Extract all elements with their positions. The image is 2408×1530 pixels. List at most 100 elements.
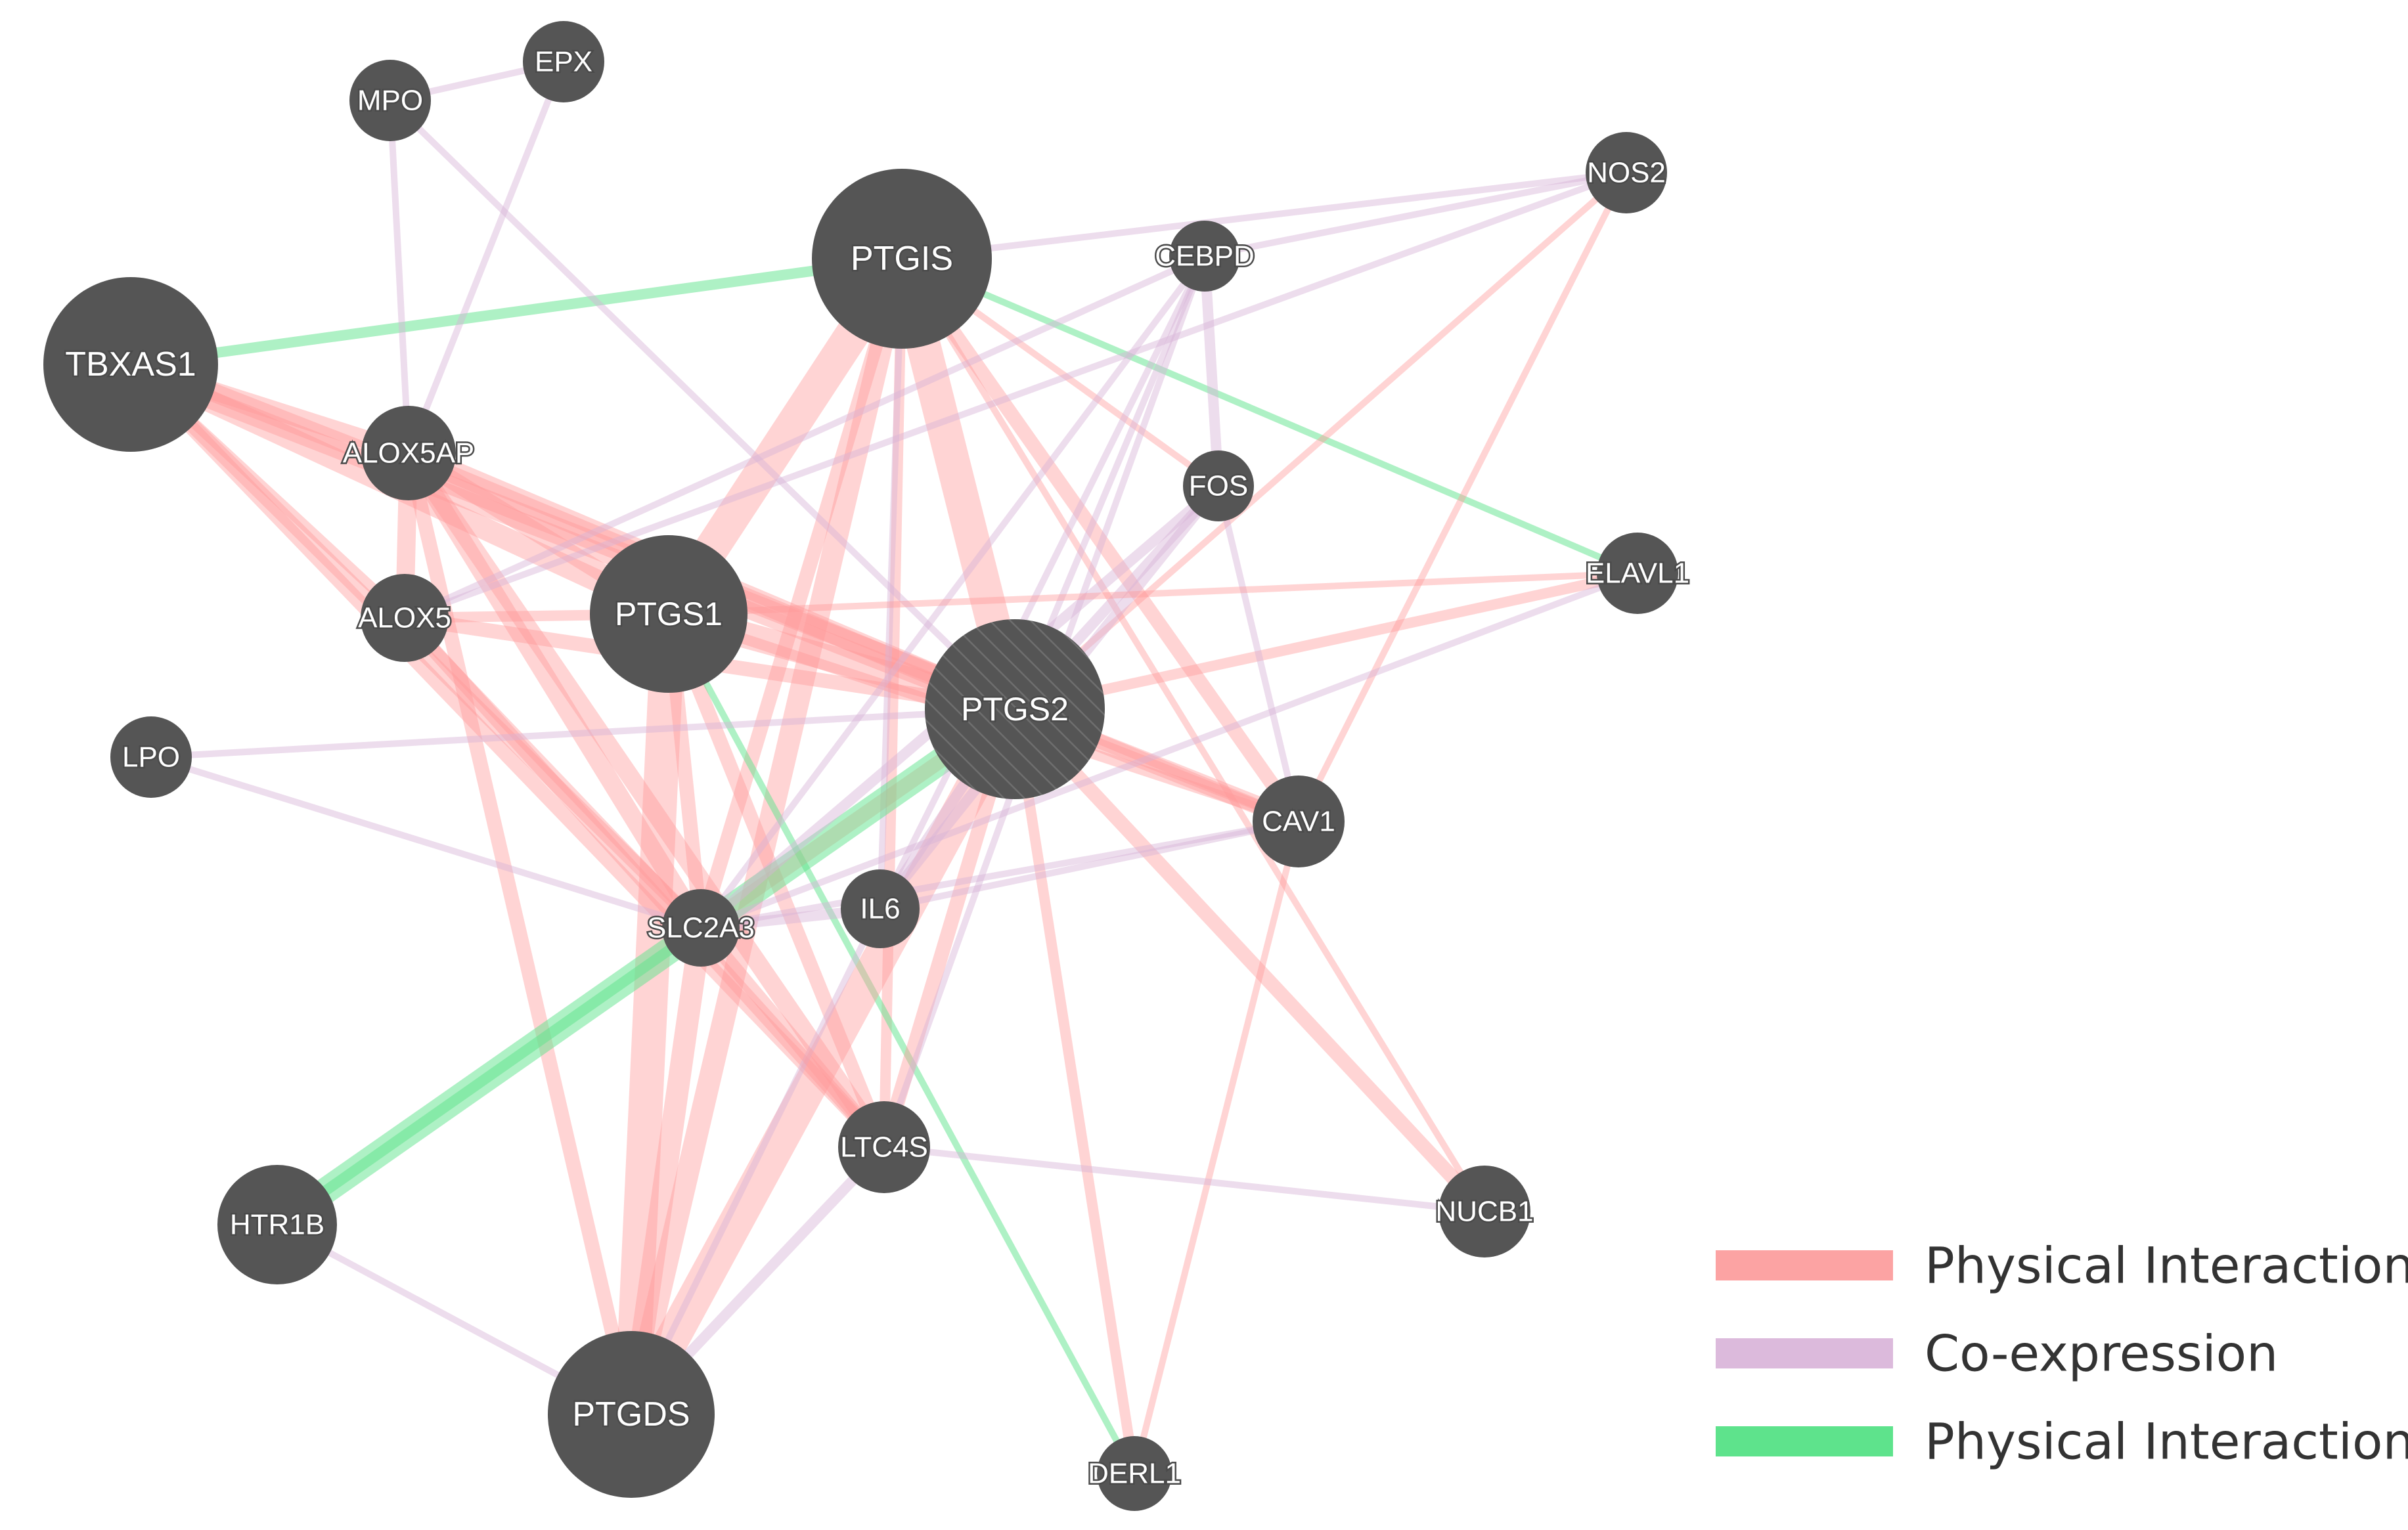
edge-elavl1-ptgs1 [668,570,1638,617]
edge-alox5ap-epx [405,60,567,454]
node-circle-slc2a3[interactable] [662,889,740,967]
edge-cebpd-alox5 [403,253,1207,621]
node-alox5[interactable]: ALOX5 [357,574,453,662]
node-circle-cebpd[interactable] [1169,221,1240,292]
node-circle-lpo[interactable] [110,716,192,798]
node-nucb1[interactable]: NUCB1 [1434,1166,1535,1257]
node-circle-mpo[interactable] [349,60,431,141]
node-circle-fos[interactable] [1183,450,1254,521]
edge-tbxas1-ptgis [129,253,903,370]
node-derl1[interactable]: DERL1 [1086,1436,1182,1511]
edge-cav1-derl1 [1131,820,1302,1475]
node-circle-nos2[interactable] [1586,132,1667,213]
edge-ptgis-ltc4s [879,258,907,1148]
node-circle-cav1[interactable] [1253,776,1345,867]
node-alox5ap[interactable]: ALOX5AP [341,406,476,500]
node-circle-nucb1[interactable] [1438,1166,1530,1257]
legend-swatch-physical-interactions [1716,1250,1893,1280]
node-circle-derl1[interactable] [1097,1436,1172,1511]
edge-ptgs2-derl1 [1010,708,1140,1475]
node-circle-ptgs2[interactable] [925,619,1105,799]
edge-nos2-alox5 [403,169,1628,621]
node-label-elavl1: ELAVL1 [1586,557,1689,590]
edge-alox5ap-mpo [387,100,412,454]
node-tbxas1[interactable]: TBXAS1 [43,277,218,452]
edge-ptgs2-nos2 [1012,170,1629,712]
node-circle-htr1b[interactable] [217,1165,337,1284]
node-slc2a3[interactable]: SLC2A3 [646,889,756,967]
node-label-ptgs2: PTGS2 [961,691,1069,728]
edge-ptgis-ptgds [620,256,913,1417]
node-circle-tbxas1[interactable] [43,277,218,452]
edge-il6-ptgds [628,907,883,1416]
node-ptgds[interactable]: PTGDS [548,1331,715,1498]
node-label-epx: EPX [535,46,592,78]
node-label-alox5: ALOX5 [358,602,451,634]
node-cav1[interactable]: CAV1 [1253,776,1345,867]
node-label-nos2: NOS2 [1587,157,1666,189]
node-circle-elavl1[interactable] [1597,533,1678,614]
node-cebpd[interactable]: CEBPD [1153,221,1256,292]
node-htr1b[interactable]: HTR1B [217,1165,337,1284]
edge-nos2-cav1 [1295,171,1630,823]
legend-item-physical-interactions-green: Physical Interactions [1716,1412,2408,1471]
edge-tbxas1-ltc4s [125,359,889,1152]
legend-item-physical-interactions: Physical Interactions [1716,1236,2408,1295]
node-label-tbxas1: TBXAS1 [65,345,196,383]
node-mpo[interactable]: MPO [349,60,431,141]
node-label-derl1: DERL1 [1088,1458,1181,1490]
node-label-cebpd: CEBPD [1155,240,1255,273]
edge-ltc4s-nucb1 [883,1144,1485,1215]
node-label-ptgs1: PTGS1 [615,596,723,632]
edge-ptgis-slc2a3 [694,256,909,930]
node-nos2[interactable]: NOS2 [1586,132,1667,213]
node-circle-ptgis[interactable] [812,169,992,349]
edge-alox5ap-ltc4s [401,448,892,1152]
edge-ptgis-elavl1 [901,255,1639,577]
node-circle-il6[interactable] [841,869,920,948]
edge-fos-cebpd [1199,255,1224,487]
node-label-mpo: MPO [357,85,423,117]
legend-label-physical-interactions: Physical Interactions [1925,1236,2408,1295]
node-fos[interactable]: FOS [1183,450,1254,521]
node-lpo[interactable]: LPO [110,716,192,798]
edge-cav1-slc2a3 [700,818,1299,931]
edge-ptgs1-derl1 [665,612,1138,1475]
node-il6[interactable]: IL6 [841,869,920,948]
edge-tbxas1-ptgs2 [125,352,1020,722]
node-circle-ltc4s[interactable] [838,1101,930,1193]
node-elavl1[interactable]: ELAVL1 [1584,533,1691,614]
node-epx[interactable]: EPX [523,21,604,102]
node-label-alox5ap: ALOX5AP [343,437,475,470]
node-label-htr1b: HTR1B [230,1209,324,1241]
edge-cebpd-nos2 [1204,169,1627,259]
node-ptgis[interactable]: PTGIS [812,169,992,349]
node-ptgs2[interactable]: PTGS2 [925,619,1105,799]
edge-fos-cav1 [1215,485,1302,823]
edge-alox5ap-slc2a3 [401,448,709,933]
node-circle-ptgds[interactable] [548,1331,715,1498]
node-circle-alox5ap[interactable] [361,406,456,500]
edge-cebpd-il6 [877,254,1208,911]
node-label-lpo: LPO [122,741,180,774]
node-label-slc2a3: SLC2A3 [647,912,755,944]
edge-ptgs2-elavl1 [1014,568,1639,714]
node-circle-ptgs1[interactable] [590,535,747,693]
node-label-ptgis: PTGIS [851,240,953,278]
edge-ptgis-cav1 [896,254,1304,826]
node-ltc4s[interactable]: LTC4S [838,1101,930,1193]
legend-swatch-co-expression [1716,1338,1893,1368]
node-ptgs1[interactable]: PTGS1 [590,535,747,693]
node-circle-epx[interactable] [523,21,604,102]
edge-ptgs2-mpo [388,98,1017,712]
node-label-ltc4s: LTC4S [840,1131,928,1164]
edge-ptgs2-ptgds [616,701,1030,1423]
node-label-fos: FOS [1189,470,1248,502]
node-label-cav1: CAV1 [1262,806,1335,838]
edge-ptgs2-nucb1 [1009,704,1490,1217]
edge-slc2a3-ltc4s [695,923,890,1152]
node-circle-alox5[interactable] [361,574,449,662]
edge-alox5ap-cav1 [406,448,1301,827]
